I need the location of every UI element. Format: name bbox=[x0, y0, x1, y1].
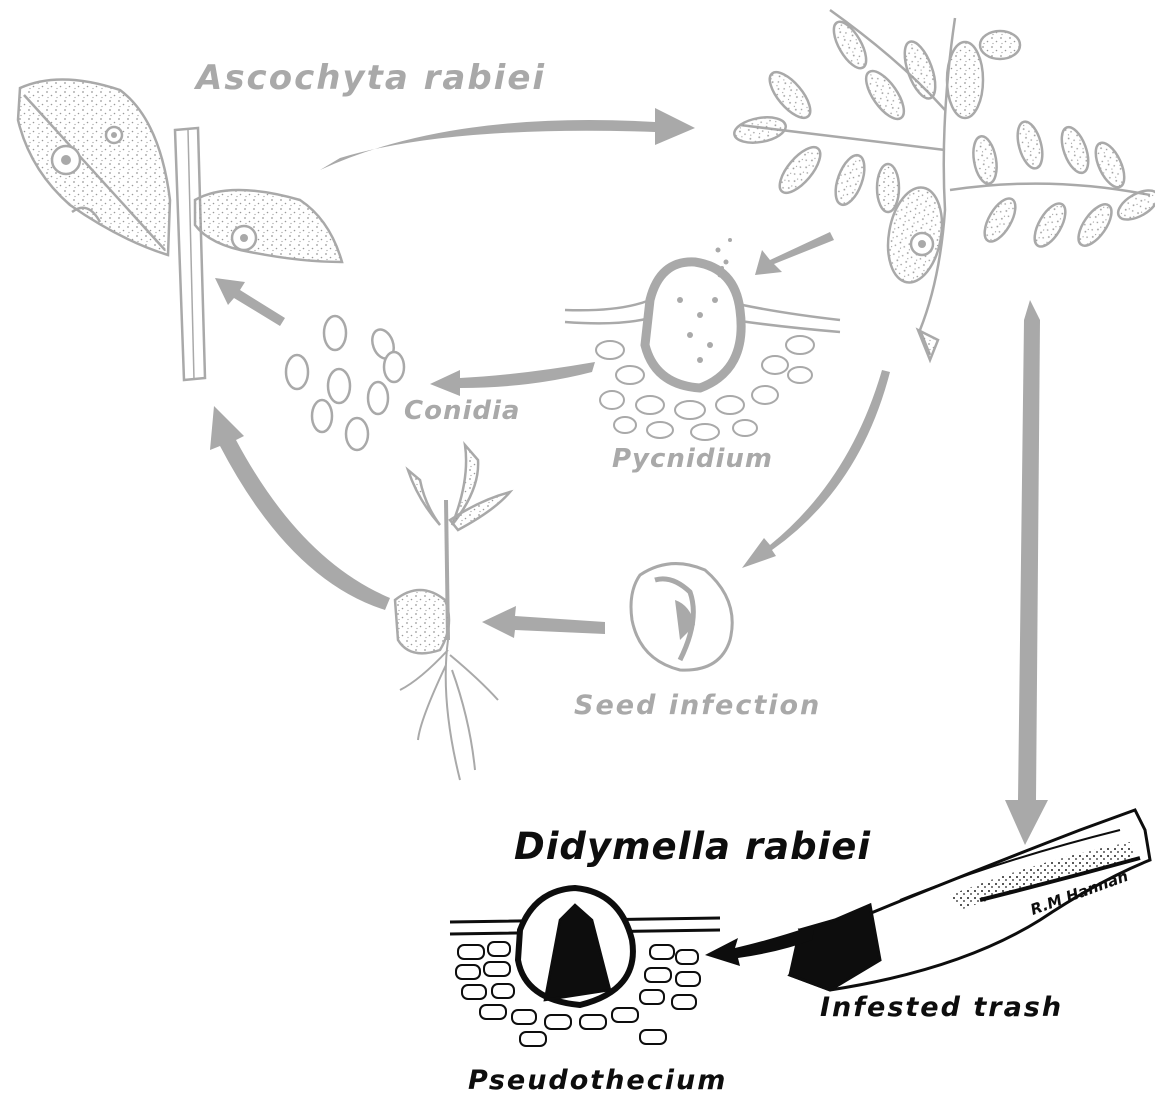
arrow-to-plant bbox=[320, 108, 695, 170]
infested-trash-label: Infested trash bbox=[820, 992, 1063, 1023]
seedling-illustration bbox=[395, 445, 510, 780]
arrow-to-seedling bbox=[482, 606, 605, 638]
infected-seed-illustration bbox=[631, 564, 732, 671]
arrow-to-leaf bbox=[215, 278, 285, 326]
arrow-to-trash bbox=[1005, 300, 1048, 845]
pycnidium-illustration bbox=[565, 238, 840, 440]
sexual-stage-title: Didymella rabiei bbox=[514, 825, 871, 868]
seed-infection-label: Seed infection bbox=[574, 690, 821, 721]
pseudothecium-illustration bbox=[450, 888, 720, 1046]
arrow-to-pycnidium bbox=[755, 232, 834, 275]
chickpea-plant-illustration bbox=[732, 10, 1155, 360]
conidia-spores bbox=[286, 316, 404, 450]
asexual-stage-title: Ascochyta rabiei bbox=[196, 58, 546, 98]
pycnidium-label: Pycnidium bbox=[612, 444, 773, 474]
pseudothecium-label: Pseudothecium bbox=[468, 1065, 727, 1096]
arrow-to-conidia bbox=[430, 362, 595, 396]
conidia-label: Conidia bbox=[404, 396, 520, 426]
infected-leaf-illustration bbox=[18, 79, 342, 380]
